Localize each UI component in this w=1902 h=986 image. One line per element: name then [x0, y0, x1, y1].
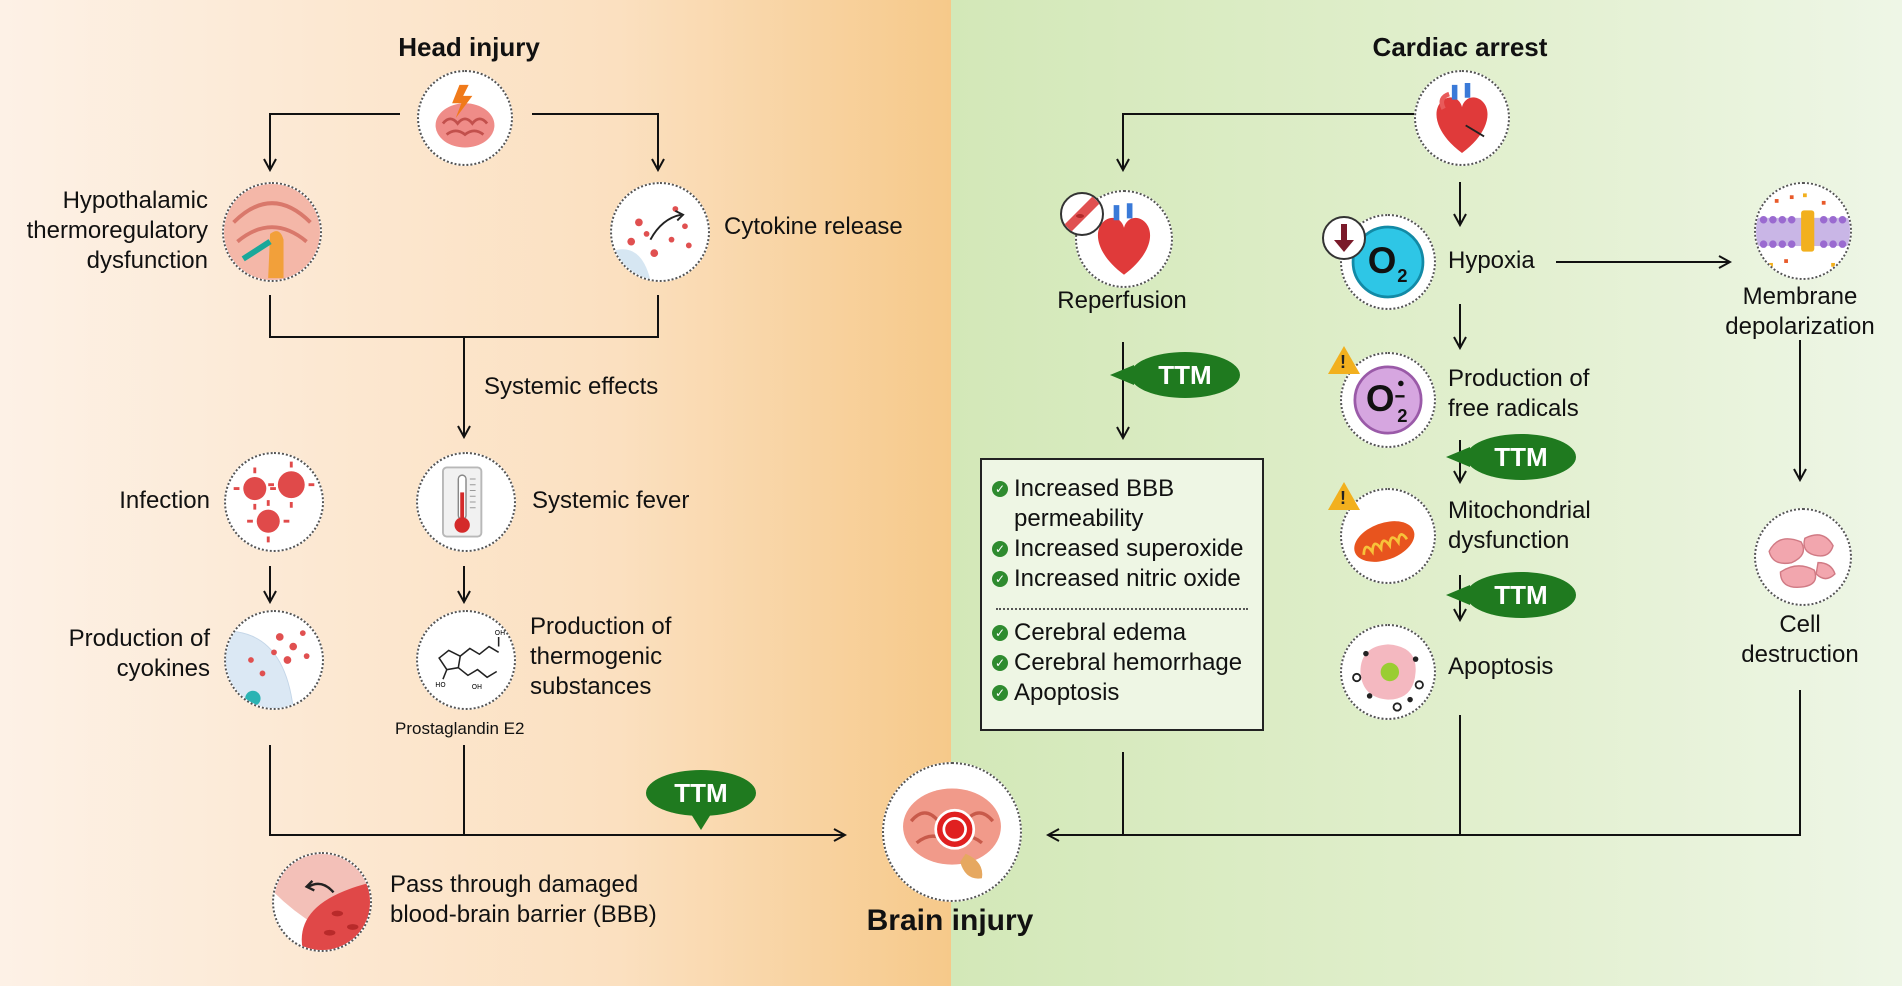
box-item-edema: ✓ Cerebral edema [992, 618, 1186, 648]
check-icon: ✓ [992, 571, 1008, 587]
molecule-icon: OH HO OH [416, 610, 516, 710]
svg-text:2: 2 [1397, 265, 1407, 286]
free-radicals-label: Production of free radicals [1448, 365, 1590, 422]
ttm-badge-mitochondrial: TTM [1446, 572, 1576, 618]
box-item-nitric-oxide: ✓ Increased nitric oxide [992, 564, 1241, 594]
svg-text:HO: HO [435, 681, 445, 689]
membrane-icon [1754, 182, 1852, 280]
vessel-badge-icon [1060, 192, 1104, 236]
svg-text:2: 2 [1397, 405, 1407, 426]
check-icon: ✓ [992, 481, 1008, 497]
production-thermogenic-label: Production of thermogenic substances [530, 613, 672, 700]
box-divider [996, 608, 1248, 610]
production-cytokines-label: Production of cyokines [68, 625, 210, 682]
prostaglandin-label: Prostaglandin E2 [395, 719, 525, 738]
systemic-fever-label: Systemic fever [532, 487, 690, 514]
svg-text:OH: OH [472, 683, 482, 691]
svg-text:O: O [1366, 378, 1395, 419]
apoptosis-label: Apoptosis [1448, 653, 1554, 680]
thermometer-icon [416, 452, 516, 552]
svg-text:O: O [1368, 240, 1397, 281]
blood-vessel-icon [272, 852, 372, 952]
check-icon: ✓ [992, 625, 1008, 641]
bbb-label: Pass through damaged blood-brain barrier… [390, 871, 657, 928]
hypothalamus-icon [222, 182, 322, 282]
cardiac-arrest-title: Cardiac arrest [1372, 32, 1548, 62]
svg-text:OH: OH [495, 629, 505, 637]
apoptotic-cell-icon [1340, 624, 1436, 720]
ttm-badge-free-radicals: TTM [1446, 434, 1576, 480]
heart-icon [1414, 70, 1510, 166]
head-injury-title: Head injury [398, 32, 540, 62]
brain-injury-label: Brain injury [866, 904, 1034, 937]
infection-label: Infection [119, 487, 210, 514]
decrease-arrow-icon [1322, 216, 1366, 260]
brain-target-icon [882, 762, 1022, 902]
check-icon: ✓ [992, 541, 1008, 557]
ttm-badge-reperfusion: TTM [1110, 352, 1240, 398]
membrane-label: Membrane depolarization [1725, 283, 1875, 340]
systemic-effects-label: Systemic effects [484, 373, 659, 400]
ttm-badge-head: TTM [646, 770, 756, 830]
cell-fragments-icon [1754, 508, 1852, 606]
cytokine-icon [610, 182, 710, 282]
cell-icon [224, 610, 324, 710]
box-item-hemorrhage: ✓ Cerebral hemorrhage [992, 648, 1242, 678]
box-item-superoxide: ✓ Increased superoxide [992, 534, 1243, 564]
check-icon: ✓ [992, 685, 1008, 701]
check-icon: ✓ [992, 655, 1008, 671]
mitochondrial-label: Mitochondrial dysfunction [1448, 497, 1591, 554]
virus-icon [224, 452, 324, 552]
cell-destruction-label: Cell destruction [1741, 611, 1859, 668]
mitochondria-icon [1340, 488, 1436, 584]
reperfusion-label: Reperfusion [1057, 287, 1187, 314]
warning-icon: ! [1328, 346, 1360, 374]
cytokine-release-label: Cytokine release [724, 213, 903, 240]
hypothalamic-label: Hypothalamic thermoregulatory dysfunctio… [26, 187, 208, 274]
warning-icon: ! [1328, 482, 1360, 510]
brain-lightning-icon [417, 70, 513, 166]
hypoxia-label: Hypoxia [1448, 247, 1535, 274]
box-item-apoptosis: ✓ Apoptosis [992, 678, 1119, 708]
